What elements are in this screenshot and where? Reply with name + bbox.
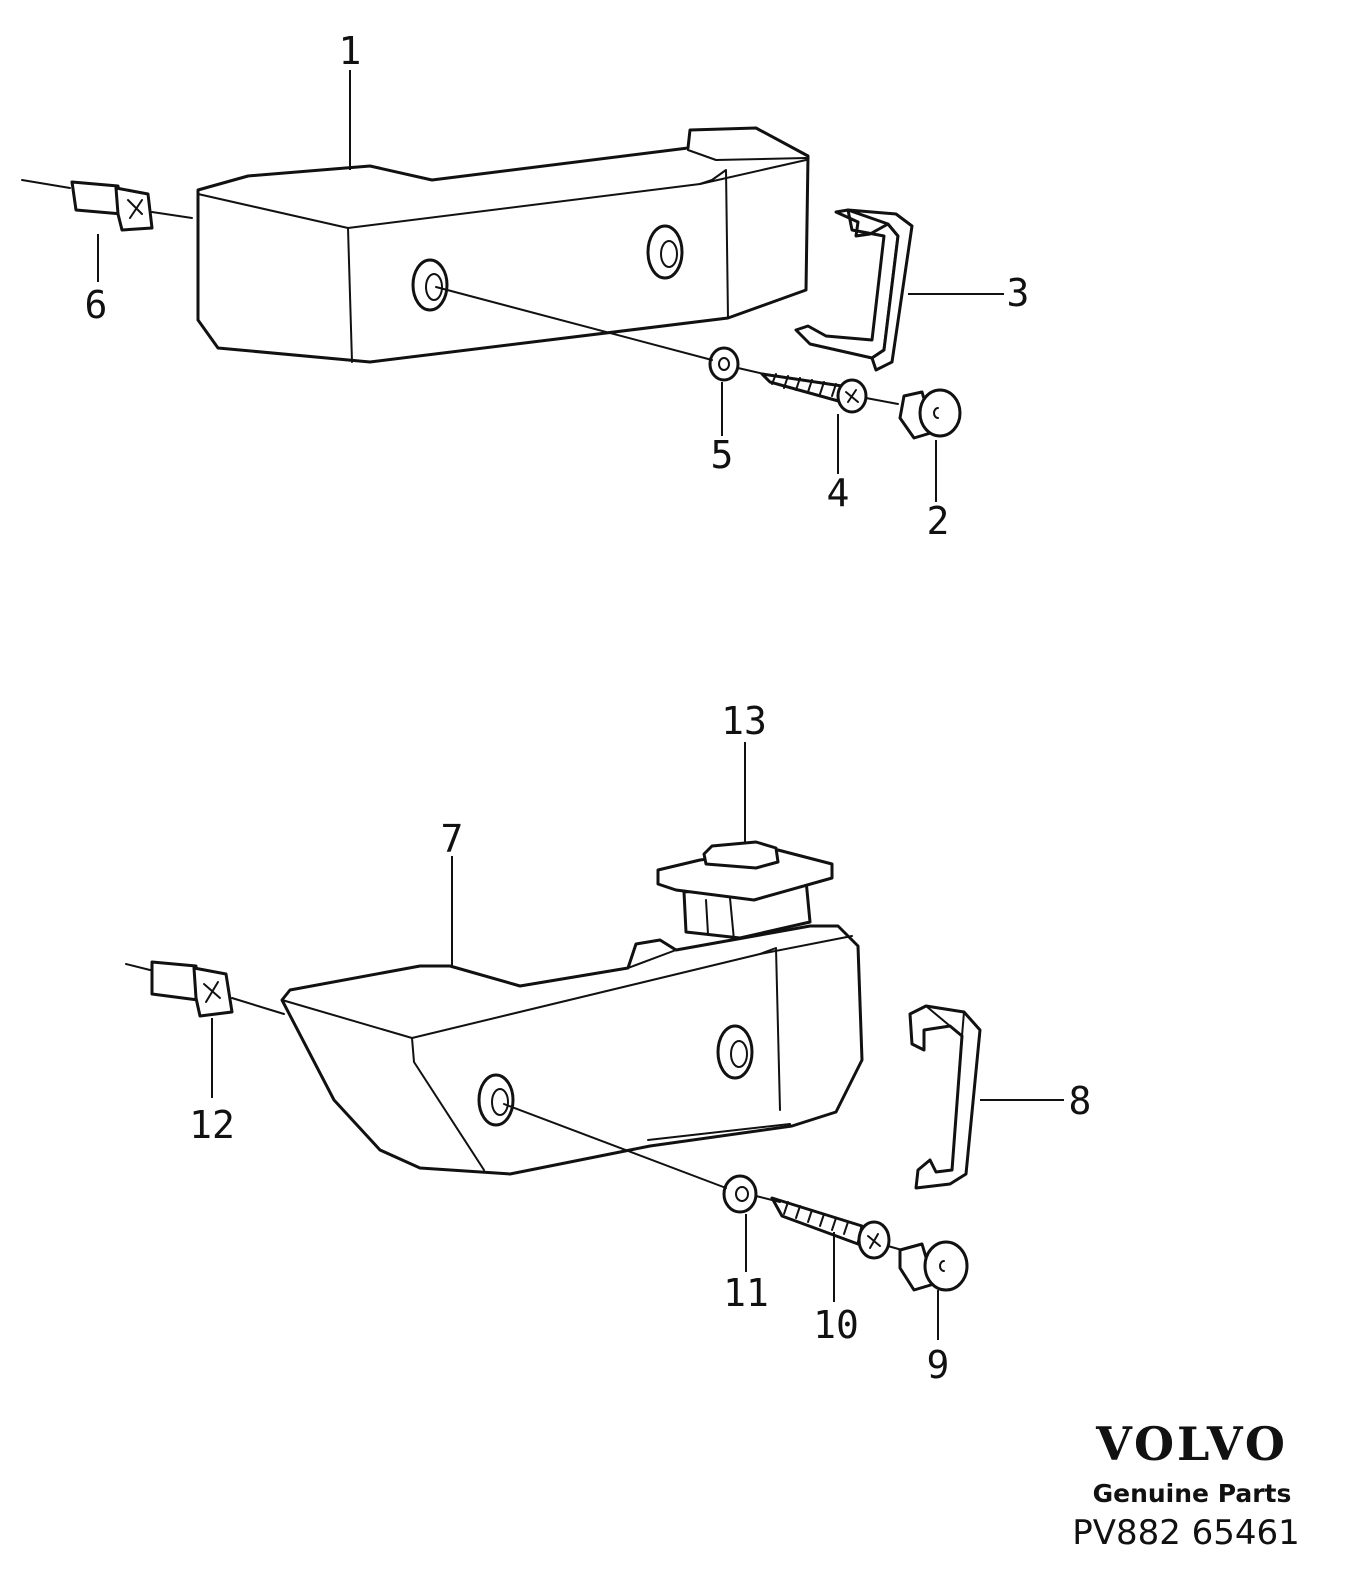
- callout-2: 2: [927, 499, 950, 543]
- callout-12: 12: [189, 1103, 235, 1147]
- part-8-bracket: [908, 1004, 982, 1190]
- part-2-cap: [898, 388, 962, 440]
- volvo-logo: VOLVO: [1095, 1417, 1288, 1471]
- part-10-screw: [770, 1196, 891, 1260]
- callout-9: 9: [927, 1343, 950, 1387]
- lower-assembly: [125, 742, 1064, 1340]
- callout-5: 5: [711, 433, 734, 477]
- part-12-clip: [125, 960, 285, 1018]
- part-5-washer: [708, 346, 740, 382]
- callout-10: 10: [813, 1303, 859, 1347]
- part-7-armrest: [280, 924, 864, 1176]
- part-3-bracket: [794, 208, 914, 372]
- part-4-screw: [760, 372, 868, 414]
- part-6-clip: [21, 179, 193, 232]
- brand-tagline: Genuine Parts: [1093, 1479, 1292, 1508]
- callout-1: 1: [339, 29, 362, 73]
- callout-8: 8: [1069, 1079, 1092, 1123]
- diagram-reference: PV882 65461: [1072, 1513, 1300, 1553]
- brand-block: VOLVO Genuine Parts PV882 65461: [1072, 1417, 1300, 1553]
- callout-13: 13: [721, 699, 767, 743]
- part-9-cap: [898, 1240, 969, 1292]
- part-1-armrest: [196, 126, 810, 364]
- callout-3: 3: [1007, 271, 1030, 315]
- part-13-switch: [656, 840, 834, 941]
- part-11-washer: [722, 1174, 758, 1214]
- callout-11: 11: [723, 1271, 769, 1315]
- callout-numbers: 1 2 3 4 5 6 7 8 9 10 11 12 13: [85, 29, 1092, 1387]
- callout-4: 4: [827, 471, 850, 515]
- callout-6: 6: [85, 283, 108, 327]
- callout-7: 7: [441, 817, 464, 861]
- upper-assembly: [21, 70, 1004, 502]
